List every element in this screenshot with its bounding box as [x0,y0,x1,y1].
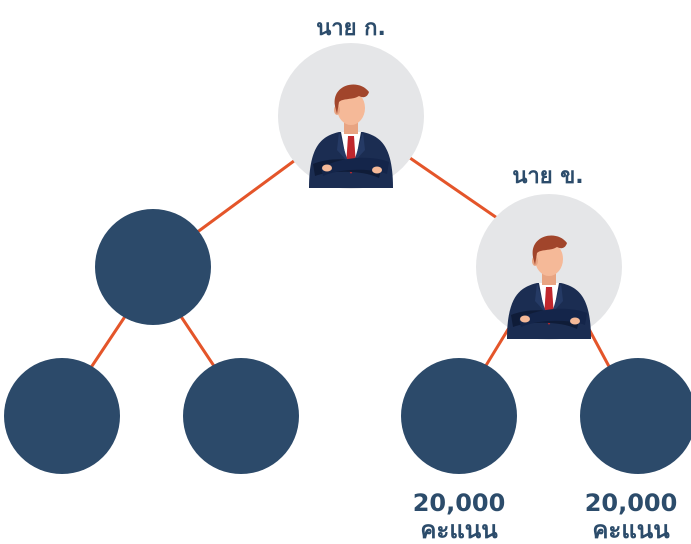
tree-node-level3-1 [4,358,120,474]
avatar-nai-khor [476,194,622,340]
tree-node-level2-left [95,209,211,325]
score-unit: คะแนน [420,516,498,544]
score-label-left: 20,000 คะแนน [399,490,519,544]
tree-node-level3-4 [580,358,691,474]
name-label-nai-khor: นาย ข. [512,164,584,189]
connector-a-to-left [191,156,299,238]
connector-a-to-b [409,156,501,222]
tree-node-level3-3 [401,358,517,474]
connector-left-to-bl2 [176,311,220,373]
avatar-nai-kor [278,43,424,189]
score-value: 20,000 [584,489,678,517]
connector-left-to-bl1 [86,311,130,373]
score-value: 20,000 [412,489,506,517]
tree-node-level3-2 [183,358,299,474]
score-label-right: 20,000 คะแนน [571,490,691,544]
score-unit: คะแนน [592,516,670,544]
name-label-nai-kor: นาย ก. [316,16,386,41]
